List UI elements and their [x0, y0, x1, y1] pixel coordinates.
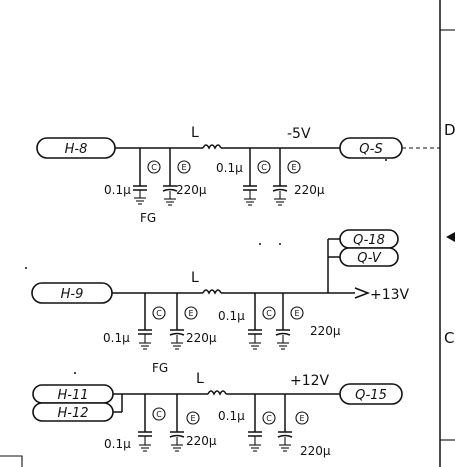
- output-arrow-icon: [354, 287, 371, 299]
- cap-value: 220μ: [186, 434, 217, 448]
- voltage-label: +12V: [290, 373, 330, 389]
- electrolytic-mark-icon: [287, 160, 301, 174]
- ceramic-mark: C: [261, 163, 267, 172]
- frame-ground-label: FG: [140, 211, 156, 225]
- electrolytic-mark-icon: [186, 411, 200, 425]
- frame-ground-label: FG: [152, 361, 168, 375]
- ground-icon: [276, 342, 290, 350]
- ground-icon: [138, 444, 152, 452]
- scan-dot: [279, 243, 281, 245]
- ceramic-mark: C: [266, 309, 272, 318]
- connector-h-11-label: H-11: [57, 388, 88, 403]
- ground-icon: [248, 342, 262, 350]
- ground-icon: [273, 198, 287, 206]
- ground-icon: [278, 444, 292, 452]
- ceramic-mark: C: [156, 410, 162, 419]
- circuit-plus-12v: H-11 H-12 L +12V Q-15 C 0.1μ E 220μ C 0.…: [32, 371, 403, 458]
- ceramic-cap-icon: [242, 185, 258, 191]
- inductor-label: L: [191, 125, 199, 141]
- ceramic-mark-icon: [262, 411, 276, 425]
- inductor-icon: [202, 289, 222, 295]
- electrolytic-cap-icon: [162, 185, 178, 192]
- ceramic-cap-icon: [137, 431, 153, 437]
- electrolytic-cap-icon: [272, 185, 288, 192]
- ground-icon: [170, 444, 184, 452]
- ceramic-mark-icon: [152, 407, 166, 421]
- ground-icon: [133, 197, 147, 205]
- scan-dot: [74, 372, 76, 374]
- connector-h-9-label: H-9: [61, 287, 84, 302]
- ceramic-mark: C: [151, 163, 157, 172]
- cap-value: 220μ: [186, 331, 217, 345]
- electrolytic-mark: E: [294, 309, 299, 318]
- voltage-label: +13V: [370, 287, 410, 303]
- ceramic-cap-icon: [137, 329, 153, 335]
- ceramic-mark: C: [156, 309, 162, 318]
- connector-q-18-label: Q-18: [353, 233, 385, 248]
- inductor-label: L: [196, 371, 204, 387]
- circuit-minus-5v: H-8 L -5V Q-S C 0.1μ E 220μ FG C 0.1μ: [36, 125, 440, 225]
- ceramic-mark: C: [266, 414, 272, 423]
- electrolytic-mark: E: [181, 163, 186, 172]
- scan-dot: [259, 243, 261, 245]
- connector-q-15: [339, 383, 403, 405]
- inductor-label: L: [191, 270, 199, 286]
- electrolytic-mark: E: [299, 414, 304, 423]
- cap-value: 0.1μ: [103, 331, 130, 345]
- connector-q-15-label: Q-15: [355, 388, 387, 403]
- electrolytic-mark-icon: [290, 306, 304, 320]
- margin-letter-d: D: [444, 121, 455, 139]
- electrolytic-cap-icon: [277, 431, 293, 438]
- cap-value: 0.1μ: [216, 161, 243, 175]
- cap-value: 0.1μ: [104, 437, 131, 451]
- connector-q-v: [339, 247, 399, 267]
- ceramic-cap-icon: [247, 431, 263, 437]
- connector-h-12-label: H-12: [57, 406, 88, 421]
- cap-value: 0.1μ: [104, 183, 131, 197]
- scan-dot: [385, 159, 387, 161]
- ceramic-cap-icon: [247, 329, 263, 335]
- connector-q-s-label: Q-S: [359, 142, 382, 157]
- electrolytic-mark: E: [291, 163, 296, 172]
- ceramic-mark-icon: [262, 306, 276, 320]
- margin-letter-c: C: [444, 329, 454, 347]
- cap-value: 220μ: [176, 183, 207, 197]
- electrolytic-mark: E: [190, 414, 195, 423]
- corner-box: [0, 455, 23, 467]
- cap-value: 220μ: [310, 324, 341, 338]
- electrolytic-cap-icon: [169, 431, 185, 438]
- electrolytic-cap-icon: [275, 329, 291, 336]
- cap-value: 220μ: [294, 183, 325, 197]
- scan-dot: [25, 267, 27, 269]
- ceramic-mark-icon: [257, 160, 271, 174]
- ground-icon: [248, 444, 262, 452]
- ceramic-mark-icon: [147, 160, 161, 174]
- inductor-icon: [207, 390, 227, 396]
- connector-q-v-label: Q-V: [357, 251, 382, 266]
- electrolytic-mark-icon: [184, 306, 198, 320]
- connector-h-8-label: H-8: [65, 142, 88, 157]
- cap-value: 0.1μ: [218, 409, 245, 423]
- ground-icon: [170, 342, 184, 350]
- ceramic-cap-icon: [132, 185, 148, 191]
- electrolytic-cap-icon: [169, 329, 185, 336]
- ground-icon: [243, 198, 257, 206]
- electrolytic-mark-icon: [295, 411, 309, 425]
- ground-icon: [138, 342, 152, 350]
- cap-value: 0.1μ: [218, 309, 245, 323]
- cap-value: 220μ: [300, 444, 331, 458]
- ceramic-mark-icon: [152, 306, 166, 320]
- circuit-plus-13v: H-9 L +13V Q-18 Q-V C 0.1μ E 220μ FG: [31, 229, 410, 375]
- electrolytic-mark: E: [188, 309, 193, 318]
- inductor-icon: [202, 144, 222, 150]
- voltage-label: -5V: [287, 126, 311, 142]
- electrolytic-mark-icon: [177, 160, 191, 174]
- margin-arrow-icon: [446, 232, 455, 242]
- ground-icon: [163, 198, 177, 206]
